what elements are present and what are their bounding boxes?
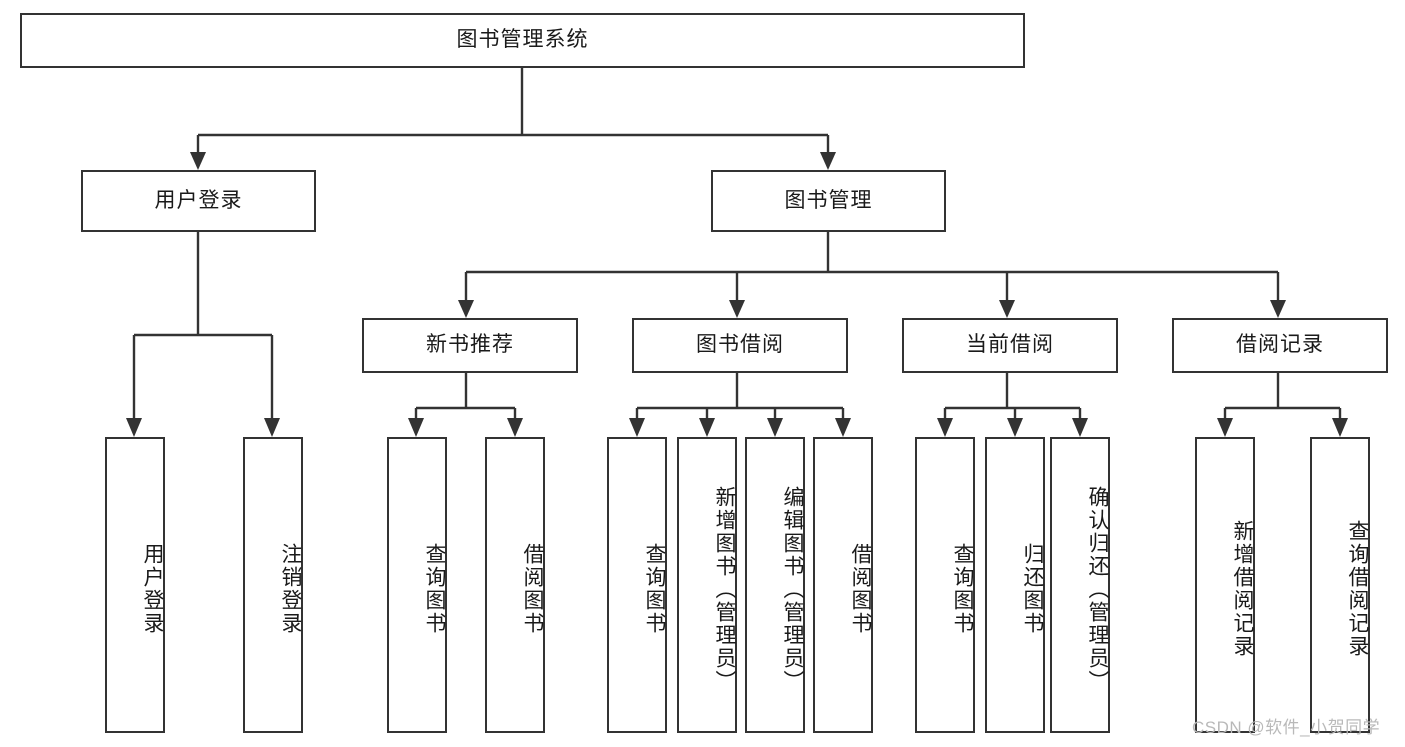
node-leaf-add-book-admin-label: 新增图书（管理员）: [713, 485, 736, 693]
node-book-management-label: 图书管理: [784, 188, 873, 212]
node-leaf-confirm-return-admin[interactable]: 确认归还（管理员）: [1050, 437, 1110, 733]
node-new-book-recommend-label: 新书推荐: [426, 333, 514, 357]
node-leaf-add-book-admin[interactable]: 新增图书（管理员）: [677, 437, 737, 733]
node-book-borrow[interactable]: 图书借阅: [632, 318, 848, 373]
arrow-recommend-l1: [408, 418, 424, 437]
arrow-borrow-l1: [629, 418, 645, 437]
node-leaf-query-book-recommend-label: 查询图书: [423, 543, 446, 635]
arrow-record-l1: [1217, 418, 1233, 437]
node-leaf-query-book-borrow[interactable]: 查询图书: [607, 437, 667, 733]
arrow-current-l2: [1007, 418, 1023, 437]
arrow-bm-to-record: [1270, 300, 1286, 318]
node-leaf-query-book-current-label: 查询图书: [951, 543, 974, 635]
node-leaf-borrow-book-label: 借阅图书: [849, 543, 872, 635]
node-leaf-user-login[interactable]: 用户登录: [105, 437, 165, 733]
arrow-record-l2: [1332, 418, 1348, 437]
node-leaf-borrow-book[interactable]: 借阅图书: [813, 437, 873, 733]
node-leaf-confirm-return-admin-label: 确认归还（管理员）: [1086, 485, 1109, 693]
node-leaf-query-borrow-record[interactable]: 查询借阅记录: [1310, 437, 1370, 733]
node-leaf-return-book[interactable]: 归还图书: [985, 437, 1045, 733]
node-leaf-edit-book-admin[interactable]: 编辑图书（管理员）: [745, 437, 805, 733]
node-leaf-logout-label: 注销登录: [279, 543, 302, 635]
node-leaf-add-borrow-record-label: 新增借阅记录: [1231, 520, 1254, 658]
node-borrow-record-label: 借阅记录: [1236, 333, 1324, 357]
node-leaf-borrow-book-recommend[interactable]: 借阅图书: [485, 437, 545, 733]
arrow-borrow-l4: [835, 418, 851, 437]
node-leaf-return-book-label: 归还图书: [1021, 543, 1044, 635]
arrow-borrow-l2: [699, 418, 715, 437]
arrow-user-login-left: [126, 418, 142, 437]
node-root-label: 图书管理系统: [456, 28, 589, 52]
node-leaf-query-book-current[interactable]: 查询图书: [915, 437, 975, 733]
node-leaf-add-borrow-record[interactable]: 新增借阅记录: [1195, 437, 1255, 733]
node-borrow-record[interactable]: 借阅记录: [1172, 318, 1388, 373]
node-leaf-query-borrow-record-label: 查询借阅记录: [1346, 520, 1369, 658]
node-leaf-logout[interactable]: 注销登录: [243, 437, 303, 733]
node-new-book-recommend[interactable]: 新书推荐: [362, 318, 578, 373]
arrow-root-to-user-login: [190, 152, 206, 170]
node-root[interactable]: 图书管理系统: [20, 13, 1025, 68]
node-leaf-query-book-borrow-label: 查询图书: [643, 543, 666, 635]
watermark-csdn: CSDN @软件_小贺同学: [1192, 718, 1381, 737]
arrow-user-login-right: [264, 418, 280, 437]
node-leaf-user-login-label: 用户登录: [141, 543, 164, 635]
arrow-current-l1: [937, 418, 953, 437]
node-leaf-query-book-recommend[interactable]: 查询图书: [387, 437, 447, 733]
node-leaf-borrow-book-recommend-label: 借阅图书: [521, 543, 544, 635]
node-user-login[interactable]: 用户登录: [81, 170, 316, 232]
node-current-borrow[interactable]: 当前借阅: [902, 318, 1118, 373]
node-book-management[interactable]: 图书管理: [711, 170, 946, 232]
arrow-current-l3: [1072, 418, 1088, 437]
node-user-login-label: 用户登录: [154, 188, 243, 212]
arrow-recommend-l2: [507, 418, 523, 437]
arrow-root-to-book-management: [820, 152, 836, 170]
arrow-bm-to-current: [999, 300, 1015, 318]
arrow-bm-to-borrow: [729, 300, 745, 318]
arrow-bm-to-recommend: [458, 300, 474, 318]
node-current-borrow-label: 当前借阅: [966, 333, 1054, 357]
node-book-borrow-label: 图书借阅: [696, 333, 784, 357]
arrow-borrow-l3: [767, 418, 783, 437]
node-leaf-edit-book-admin-label: 编辑图书（管理员）: [781, 485, 804, 693]
